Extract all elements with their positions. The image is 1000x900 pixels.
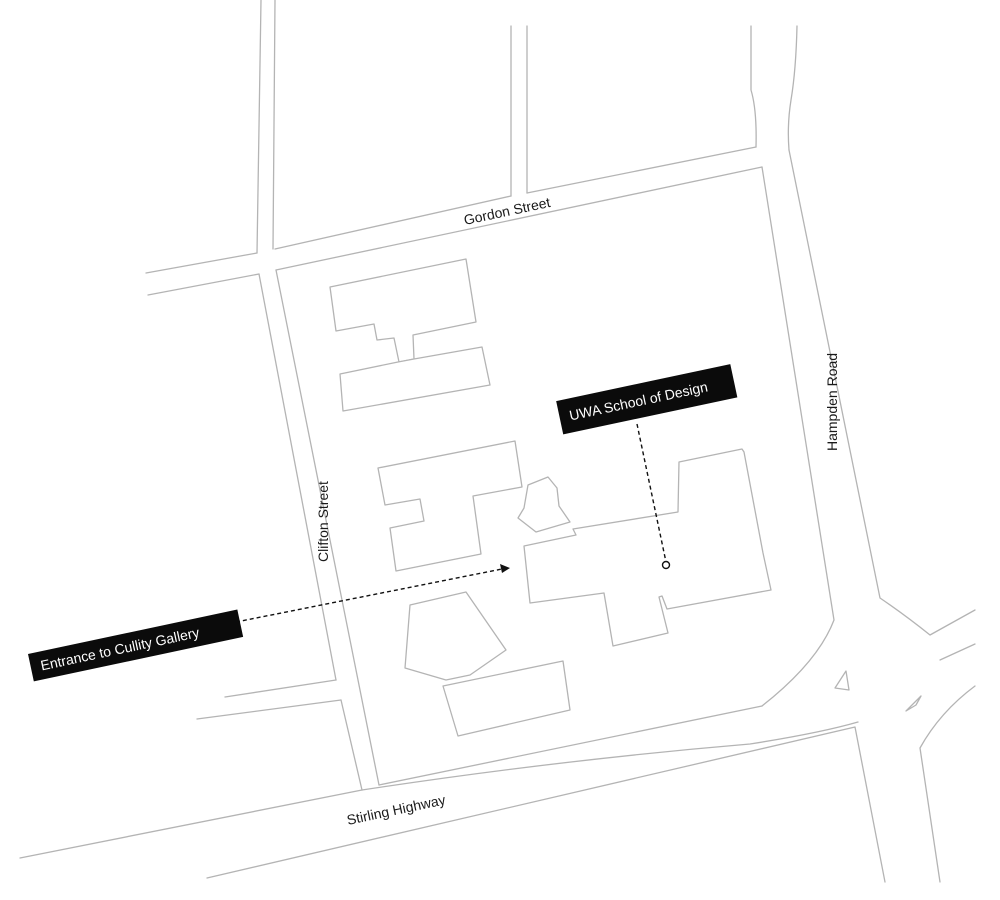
stirling-highway-south-edge	[206, 726, 886, 883]
school-label-box	[556, 364, 738, 435]
school-leader-line	[636, 423, 667, 563]
stirling-highway-label: Stirling Highway	[345, 791, 447, 828]
road-edge	[272, 0, 276, 250]
road-edge	[361, 721, 859, 791]
school-location-marker	[661, 560, 671, 570]
gordon-street-south-edge	[275, 166, 763, 271]
road-edge	[787, 25, 798, 151]
gordon-street-north-edge	[274, 195, 512, 250]
block-south-edge	[378, 705, 763, 786]
traffic-island	[905, 695, 922, 712]
building	[329, 258, 477, 363]
building	[377, 440, 523, 572]
building	[517, 476, 571, 533]
clifton-street-label: Clifton Street	[315, 481, 331, 562]
gordon-street-label: Gordon Street	[462, 194, 551, 228]
road-edge	[939, 643, 976, 661]
road-edge	[340, 699, 363, 791]
hampden-road-west-edge	[761, 166, 835, 707]
road-network	[19, 0, 976, 883]
road-edge	[196, 699, 342, 720]
entrance-arrow-icon	[500, 564, 510, 573]
school-of-design-building	[523, 448, 772, 647]
building	[339, 346, 491, 412]
road-edge	[750, 25, 757, 148]
traffic-island	[834, 670, 850, 691]
clifton-street-west-edge	[258, 273, 337, 681]
building	[404, 591, 507, 681]
road-edge	[526, 146, 757, 194]
clifton-street-east-edge	[275, 269, 380, 786]
road-edge	[256, 0, 262, 254]
road-edge	[224, 679, 337, 698]
building	[442, 660, 571, 737]
hampden-road-label: Hampden Road	[824, 353, 840, 451]
entrance-leader-line	[235, 568, 503, 623]
stirling-highway-north-edge	[19, 789, 363, 859]
road-edge	[919, 685, 976, 883]
road-edge	[147, 273, 260, 296]
entrance-label-box	[28, 609, 244, 682]
hampden-road-east-edge	[788, 149, 976, 636]
buildings	[329, 258, 772, 737]
road-edge	[145, 252, 258, 274]
